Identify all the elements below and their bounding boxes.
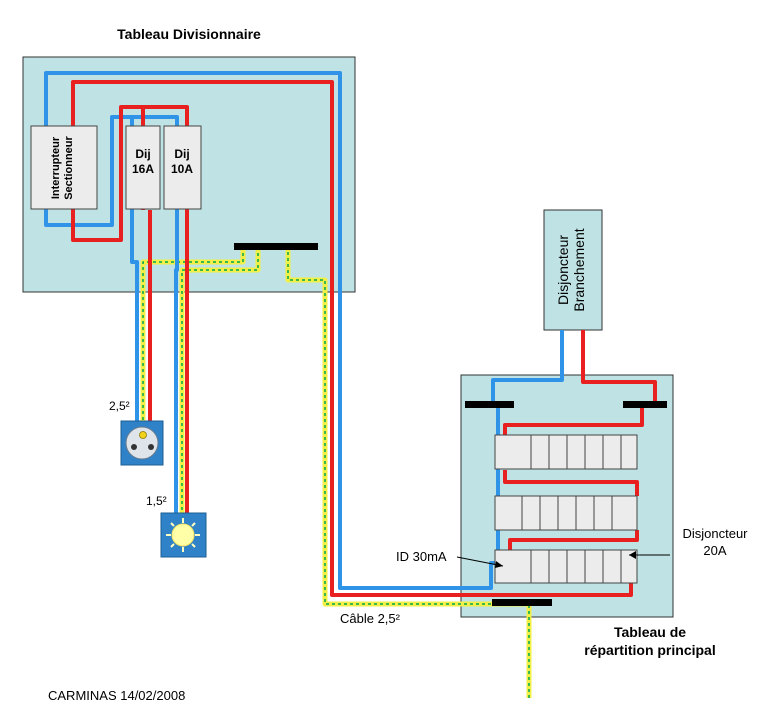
- module-row-3: [494, 549, 638, 584]
- socket-outlet: [120, 420, 164, 466]
- svg-text:Disjoncteur: Disjoncteur: [555, 235, 571, 305]
- cable-label: Câble 2,5²: [340, 611, 401, 626]
- main-phase-bar: [623, 401, 667, 408]
- svg-text:Branchement: Branchement: [571, 228, 587, 311]
- phase-r1-to-r2: [503, 470, 639, 496]
- module-row-1: [494, 434, 638, 470]
- earth-wire-light-stripe: [181, 247, 259, 520]
- phase-branchement: [581, 330, 657, 405]
- dij10-label-2: 10A: [171, 162, 193, 176]
- branchement-module: [543, 209, 603, 331]
- neutral-wires: [44, 71, 564, 590]
- interrupteur-label: Interrupteur Sectionneur: [50, 136, 75, 200]
- svg-text:Interrupteur: Interrupteur: [50, 136, 62, 199]
- main-earth-bar: [492, 599, 552, 606]
- disj-leader-arrow: [629, 551, 636, 559]
- id-30ma-label: ID 30mA: [396, 549, 447, 564]
- dij-10a-breaker: [163, 125, 202, 210]
- neutral-socket: [130, 210, 139, 428]
- interrupteur-sectionneur: [30, 125, 98, 210]
- branchement-label: Disjoncteur Branchement: [555, 228, 587, 311]
- neutral-light: [174, 210, 179, 520]
- dij10-label-1: Dij: [174, 147, 189, 161]
- neutral-branchement: [491, 330, 564, 405]
- credit-label: CARMINAS 14/02/2008: [48, 688, 185, 703]
- id-leader-arrow: [495, 561, 503, 568]
- light-section-label: 1,5²: [146, 494, 167, 508]
- main-panel-title-2: répartition principal: [584, 642, 715, 658]
- light-fixture: [160, 512, 207, 558]
- dij16-label-1: Dij: [135, 147, 150, 161]
- sub-panel-earth-bar: [234, 243, 318, 250]
- earth-wires: [140, 247, 532, 698]
- main-panel-title-1: Tableau de: [614, 624, 686, 640]
- phase-bar-to-r1: [503, 405, 644, 435]
- dij-16a-breaker: [125, 125, 161, 210]
- earth-wire-socket-stripe: [142, 247, 244, 428]
- dij16-label-2: 16A: [132, 162, 154, 176]
- module-row-2: [494, 495, 638, 531]
- main-neutral-bar: [465, 401, 514, 408]
- disj-20a-label-1: Disjoncteur: [682, 526, 748, 541]
- id-leader: [456, 556, 504, 567]
- sub-panel-title: Tableau Divisionnaire: [117, 26, 261, 42]
- earth-wire-main-stripe: [287, 247, 530, 698]
- disj-20a-label-2: 20A: [703, 543, 726, 558]
- phase-r2-to-id: [508, 530, 639, 550]
- svg-text:Sectionneur: Sectionneur: [63, 136, 75, 200]
- socket-section-label: 2,5²: [109, 399, 130, 413]
